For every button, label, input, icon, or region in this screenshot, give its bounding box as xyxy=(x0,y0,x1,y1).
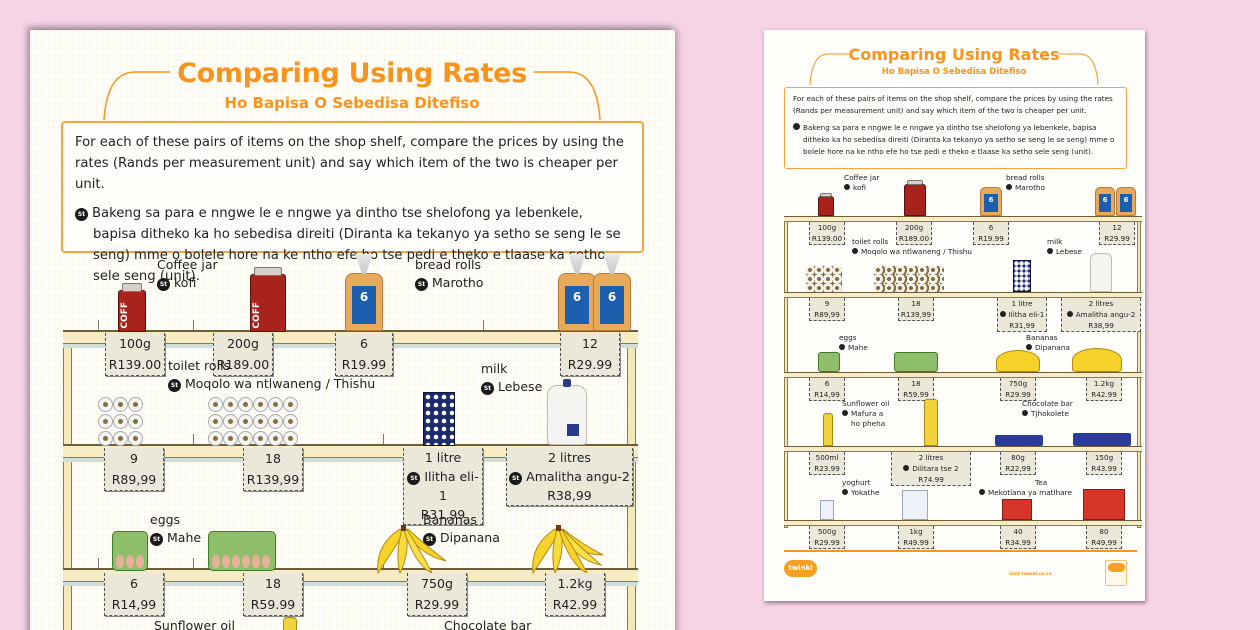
chocolate-bar-80g-image xyxy=(995,435,1043,446)
language-badge-icon: St xyxy=(150,533,163,546)
title-header: Comparing Using Rates Ho Bapisa O Sebedi… xyxy=(102,58,602,120)
page-subtitle: Ho Bapisa O Sebedisa Ditefiso xyxy=(224,94,480,112)
toilet-rolls-18-image xyxy=(874,266,944,292)
language-badge-icon: St xyxy=(157,278,170,291)
tea-80-box-image xyxy=(1083,489,1125,520)
page-title: Comparing Using Rates xyxy=(177,58,527,89)
page-title: Comparing Using Rates xyxy=(848,45,1060,64)
bananas-1.2kg-image xyxy=(1072,348,1122,372)
shelf-board-3 xyxy=(63,568,638,586)
eggs-6-carton-image xyxy=(112,531,148,571)
worksheet-preview-large: Comparing Using Rates Ho Bapisa O Sebedi… xyxy=(30,30,675,630)
sunflower-oil-image xyxy=(283,617,297,630)
language-badge-icon: St xyxy=(415,278,428,291)
milk-carton-image xyxy=(423,392,455,446)
shelf-board-2 xyxy=(63,444,638,462)
language-badge-icon xyxy=(793,123,800,130)
bananas-1.2kg-image xyxy=(532,525,604,575)
bananas-750g-image xyxy=(377,525,447,575)
worksheet-preview-thumbnail[interactable]: Comparing Using Rates Ho Bapisa O Sebedi… xyxy=(764,30,1145,601)
bread-rolls-12-image-b: 6 xyxy=(593,254,631,331)
footer-divider xyxy=(784,550,1137,552)
toilet-rolls-9-image xyxy=(806,266,842,292)
bananas-750g-image xyxy=(996,350,1040,372)
product-label-sunflower-oil: Sunflower oil xyxy=(154,618,235,630)
eggs-18-carton-image xyxy=(208,531,276,571)
instructions-box: For each of these pairs of items on the … xyxy=(784,87,1127,169)
title-header: Comparing Using Rates Ho Bapisa O Sebedi… xyxy=(808,45,1100,85)
yoghurt-500g-image xyxy=(820,500,834,520)
milk-jug-image xyxy=(547,379,587,445)
twinkl-logo: twinkl xyxy=(784,560,817,577)
sunflower-oil-2l-image xyxy=(924,399,938,446)
page-subtitle: Ho Bapisa O Sebedisa Ditefiso xyxy=(881,67,1027,77)
language-badge-icon: St xyxy=(509,472,523,485)
instructions-box: For each of these pairs of items on the … xyxy=(61,121,644,284)
chocolate-bar-150g-image xyxy=(1073,433,1131,446)
visit-link-text: visit twinkl.co.za xyxy=(1009,572,1052,577)
language-badge-icon: St xyxy=(168,379,181,392)
instructions-english: For each of these pairs of items on the … xyxy=(75,135,624,192)
bread-rolls-6-image: 6 xyxy=(345,254,383,331)
language-badge-icon: St xyxy=(407,472,421,485)
coffee-jar-small-image: COFF xyxy=(118,283,146,332)
yoghurt-1kg-image xyxy=(902,490,928,520)
tea-40-box-image xyxy=(1002,499,1032,520)
bread-rolls-12-image-a: 6 xyxy=(558,254,596,331)
coffee-jar-large-image: COFF xyxy=(250,267,286,332)
title-arc-decoration xyxy=(809,53,1099,85)
product-label-chocolate: Chocolate bar xyxy=(444,618,532,630)
language-badge-icon: St xyxy=(75,208,88,221)
title-arc-decoration xyxy=(103,71,601,120)
sunflower-oil-500ml-image xyxy=(823,413,833,446)
language-badge-icon: St xyxy=(481,382,494,395)
language-badge-icon: St xyxy=(423,533,436,546)
quality-badge-icon xyxy=(1105,560,1127,586)
